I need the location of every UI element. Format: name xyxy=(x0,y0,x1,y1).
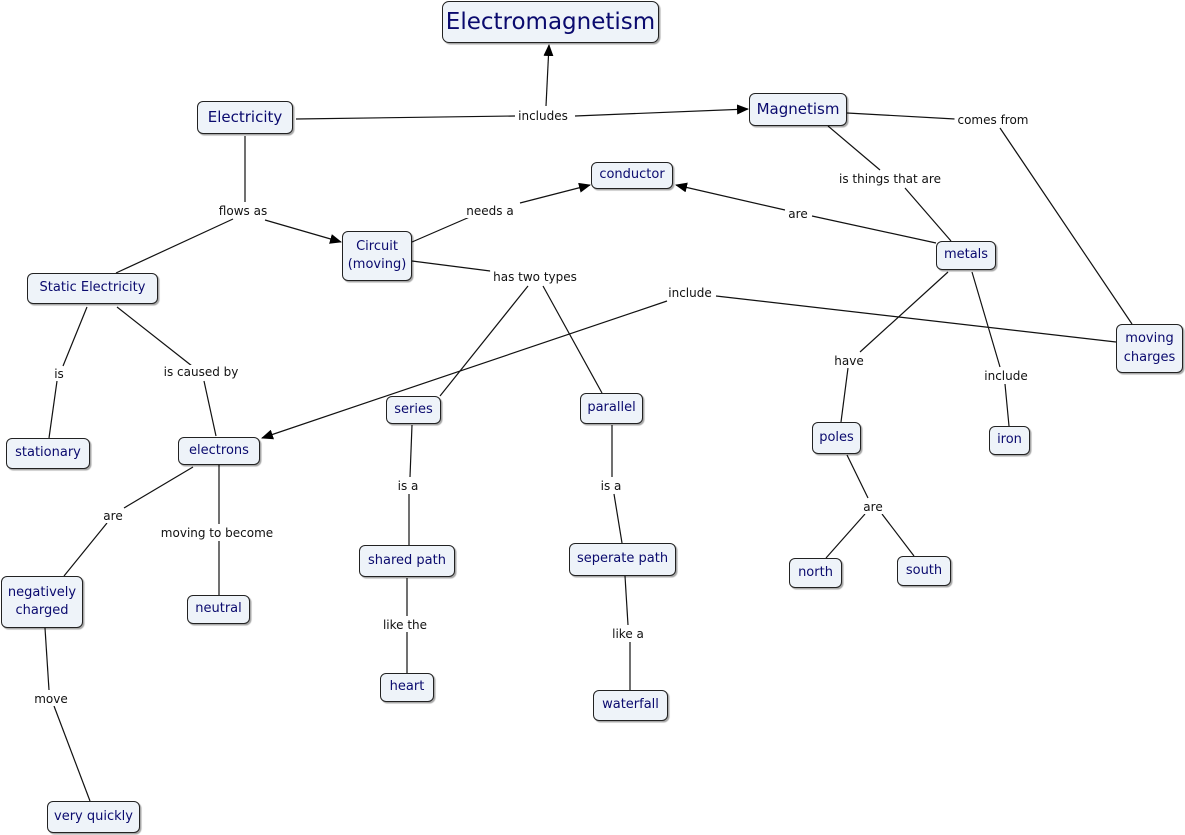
edge-magnetism-is-things xyxy=(827,125,881,171)
edge-has-two-types-parallel xyxy=(542,285,603,394)
node-electricity[interactable]: Electricity xyxy=(197,101,293,134)
edge-includes-magnetism xyxy=(574,104,749,117)
edge-has-two-types-series xyxy=(439,285,529,397)
link-comes-from: comes from xyxy=(954,113,1032,127)
node-seperate-path[interactable]: seperate path xyxy=(569,543,676,576)
link-is-a-parallel: is a xyxy=(597,479,625,493)
link-needs-a: needs a xyxy=(463,204,517,218)
edge-seperate-path-like-a xyxy=(624,575,629,626)
node-waterfall[interactable]: waterfall xyxy=(593,690,668,721)
edge-is-things-metals xyxy=(904,187,952,242)
link-move: move xyxy=(31,692,71,706)
link-has-two-types: has two types xyxy=(490,270,580,284)
edge-static-caused-by xyxy=(116,306,193,367)
edge-is-a-seperate-path xyxy=(613,493,623,544)
link-include-iron: include xyxy=(981,369,1031,383)
edge-includes-electromagnetism xyxy=(543,44,554,107)
link-like-a: like a xyxy=(609,627,647,641)
node-circuit[interactable]: Circuit (moving) xyxy=(342,231,412,281)
node-magnetism[interactable]: Magnetism xyxy=(749,93,847,126)
edge-have-poles xyxy=(840,367,849,423)
edge-circuit-needs-a xyxy=(411,215,473,243)
edge-metals-include xyxy=(971,271,1001,368)
link-like-the: like the xyxy=(379,618,431,632)
node-moving-charges[interactable]: moving charges xyxy=(1116,324,1183,373)
node-negatively-charged[interactable]: negatively charged xyxy=(1,576,83,628)
edge-electricity-includes xyxy=(295,115,516,120)
node-metals[interactable]: metals xyxy=(936,241,996,270)
node-electrons[interactable]: electrons xyxy=(178,437,260,465)
edge-are-north xyxy=(825,513,866,559)
node-poles[interactable]: poles xyxy=(812,422,861,454)
edge-metals-are xyxy=(811,215,937,244)
node-series[interactable]: series xyxy=(386,396,441,424)
edge-move-very-quickly xyxy=(53,705,91,802)
node-north[interactable]: north xyxy=(789,558,842,588)
node-heart[interactable]: heart xyxy=(380,673,434,702)
edge-poles-are xyxy=(846,454,869,499)
edge-comes-from-moving-charges xyxy=(999,127,1133,325)
node-south[interactable]: south xyxy=(897,556,951,586)
edge-negatively-move xyxy=(44,627,50,691)
edge-are-south xyxy=(881,513,915,557)
link-is-a-series: is a xyxy=(394,479,422,493)
edge-are-negatively-charged xyxy=(63,522,108,577)
edge-flows-as-static xyxy=(115,218,234,274)
node-very-quickly[interactable]: very quickly xyxy=(47,801,140,833)
edge-magnetism-comes-from xyxy=(846,112,956,120)
node-conductor[interactable]: conductor xyxy=(591,162,673,189)
node-electromagnetism[interactable]: Electromagnetism xyxy=(442,1,659,43)
link-have: have xyxy=(831,354,867,368)
link-flows-as: flows as xyxy=(215,204,271,218)
link-is-things-that-are: is things that are xyxy=(836,172,944,186)
node-stationary[interactable]: stationary xyxy=(6,438,90,469)
link-is: is xyxy=(51,367,67,381)
edge-needs-a-conductor xyxy=(519,182,591,204)
link-includes: includes xyxy=(515,109,571,123)
node-neutral[interactable]: neutral xyxy=(187,595,250,624)
node-parallel[interactable]: parallel xyxy=(580,393,643,424)
edge-moving-charges-include xyxy=(715,295,1117,343)
link-are-conductor: are xyxy=(785,207,811,221)
link-is-caused-by: is caused by xyxy=(160,365,242,379)
edge-include-electrons xyxy=(261,300,668,440)
edge-is-stationary xyxy=(48,380,58,439)
edge-static-is xyxy=(62,306,88,367)
edge-include-iron xyxy=(1004,383,1010,427)
node-shared-path[interactable]: shared path xyxy=(359,545,455,577)
link-are-negative: are xyxy=(100,509,126,523)
edge-circuit-has-two-types xyxy=(411,260,499,273)
link-include-electrons: include xyxy=(665,286,715,300)
edge-caused-by-electrons xyxy=(203,380,217,437)
node-static-electricity[interactable]: Static Electricity xyxy=(27,273,158,304)
edge-series-is-a xyxy=(409,424,413,478)
link-are-poles: are xyxy=(860,500,886,514)
node-iron[interactable]: iron xyxy=(989,426,1030,455)
edge-electrons-are xyxy=(123,466,194,509)
link-moving-to-become: moving to become xyxy=(157,526,277,540)
edge-are-conductor xyxy=(675,182,786,211)
edge-flows-as-circuit xyxy=(264,219,342,244)
edge-metals-have xyxy=(859,271,949,353)
